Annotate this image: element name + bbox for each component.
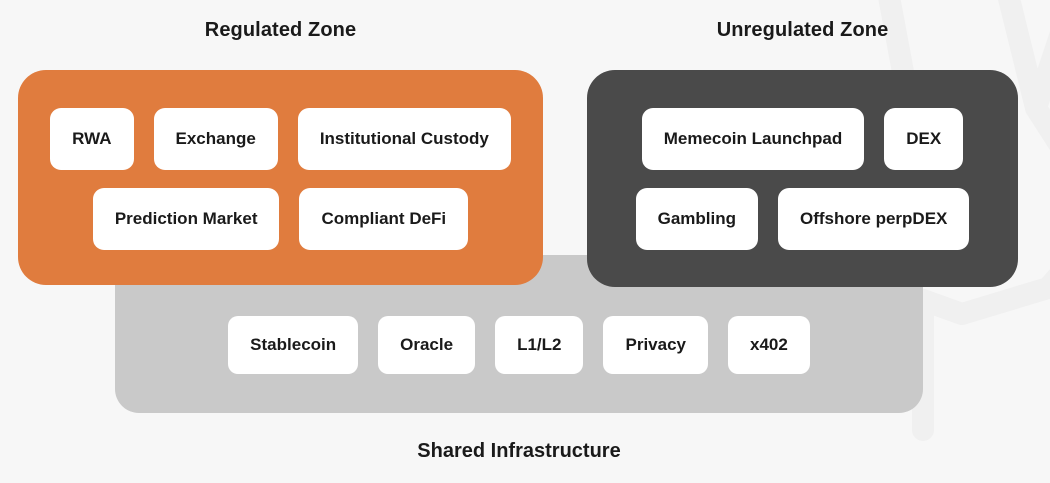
pill-rwa: RWA xyxy=(50,108,134,170)
regulated-zone-title: Regulated Zone xyxy=(204,19,357,41)
pill-compliant-defi: Compliant DeFi xyxy=(299,188,469,250)
unregulated-zone-row-1: Memecoin Launchpad DEX xyxy=(641,108,964,170)
pill-exchange: Exchange xyxy=(153,108,278,170)
pill-oracle: Oracle xyxy=(378,316,476,374)
pill-dex: DEX xyxy=(884,108,964,170)
unregulated-zone-box: Memecoin Launchpad DEX Gambling Offshore p… xyxy=(587,70,1018,287)
pill-stablecoin: Stablecoin xyxy=(228,316,359,374)
pill-gambling: Gambling xyxy=(635,188,759,250)
pill-privacy: Privacy xyxy=(603,316,708,374)
pill-x402: x402 xyxy=(727,316,810,374)
pill-memecoin-launchpad: Memecoin Launchpad xyxy=(641,108,865,170)
infrastructure-row: Stablecoin Oracle L1/L2 Privacy x402 xyxy=(115,316,923,374)
regulated-zone-row-2: Prediction Market Compliant DeFi xyxy=(92,188,469,250)
regulated-zone-row-1: RWA Exchange Institutional Custody xyxy=(50,108,511,170)
unregulated-zone-title: Unregulated Zone xyxy=(716,19,889,41)
pill-prediction-market: Prediction Market xyxy=(92,188,280,250)
unregulated-zone-row-2: Gambling Offshore perpDEX xyxy=(635,188,970,250)
pill-offshore-perpdex: Offshore perpDEX xyxy=(778,188,970,250)
pill-l1-l2: L1/L2 xyxy=(495,316,584,374)
regulated-zone-box: RWA Exchange Institutional Custody Predict… xyxy=(18,70,543,285)
shared-infrastructure-title: Shared Infrastructure xyxy=(417,440,621,462)
pill-institutional-custody: Institutional Custody xyxy=(297,108,511,170)
